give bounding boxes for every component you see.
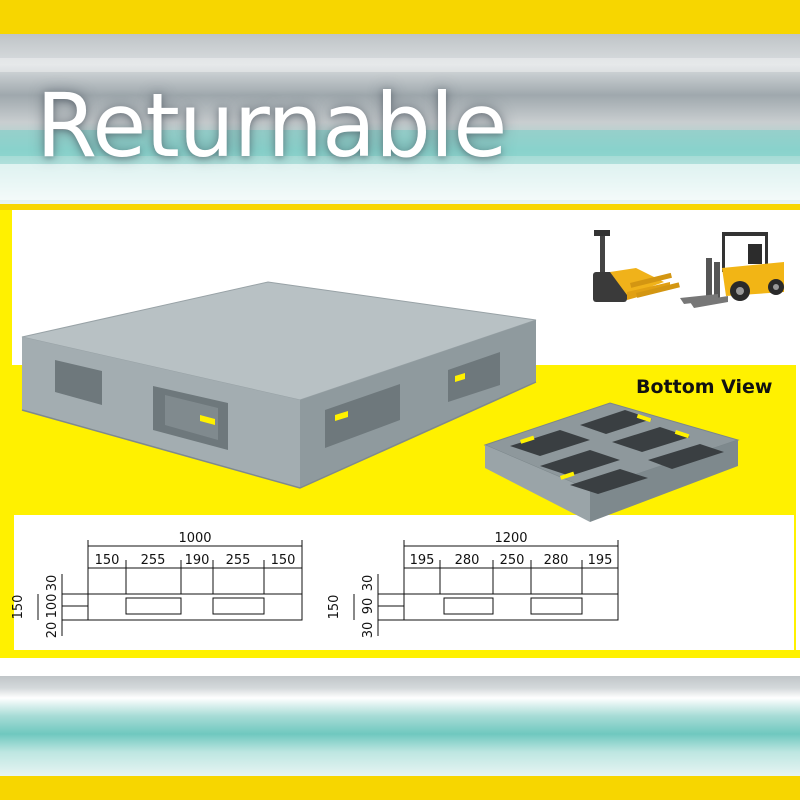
height-label: 100	[45, 594, 60, 619]
segment-label: 150	[95, 553, 120, 568]
page-title: Returnable	[36, 74, 507, 177]
bottom-view-label: Bottom View	[636, 376, 773, 398]
height-label: 90	[361, 598, 376, 615]
height-total-label: 150	[327, 595, 342, 620]
segment-label: 255	[141, 553, 166, 568]
overall-width-1200: 1200	[494, 531, 527, 546]
header-banner: Returnable	[0, 34, 800, 204]
header-stripe	[0, 130, 800, 156]
top-yellow-band	[0, 0, 800, 34]
segment-label: 280	[544, 553, 569, 568]
segment-label: 150	[271, 553, 296, 568]
bottom-yellow-band	[0, 776, 800, 800]
panel-frame	[0, 210, 12, 658]
height-label: 30	[45, 575, 60, 592]
segment-label: 250	[500, 553, 525, 568]
height-label: 20	[45, 622, 60, 639]
header-stripe	[0, 58, 800, 72]
height-label: 30	[361, 622, 376, 639]
segment-label: 280	[455, 553, 480, 568]
segment-label: 195	[410, 553, 435, 568]
overall-width-1000: 1000	[178, 531, 211, 546]
panel-frame	[0, 650, 800, 658]
header-divider	[0, 204, 800, 210]
segment-label: 190	[185, 553, 210, 568]
header-stripe	[0, 164, 800, 200]
segment-label: 255	[226, 553, 251, 568]
height-total-label: 150	[11, 595, 26, 620]
height-label: 30	[361, 575, 376, 592]
segment-label: 195	[588, 553, 613, 568]
footer-banner	[0, 676, 800, 776]
